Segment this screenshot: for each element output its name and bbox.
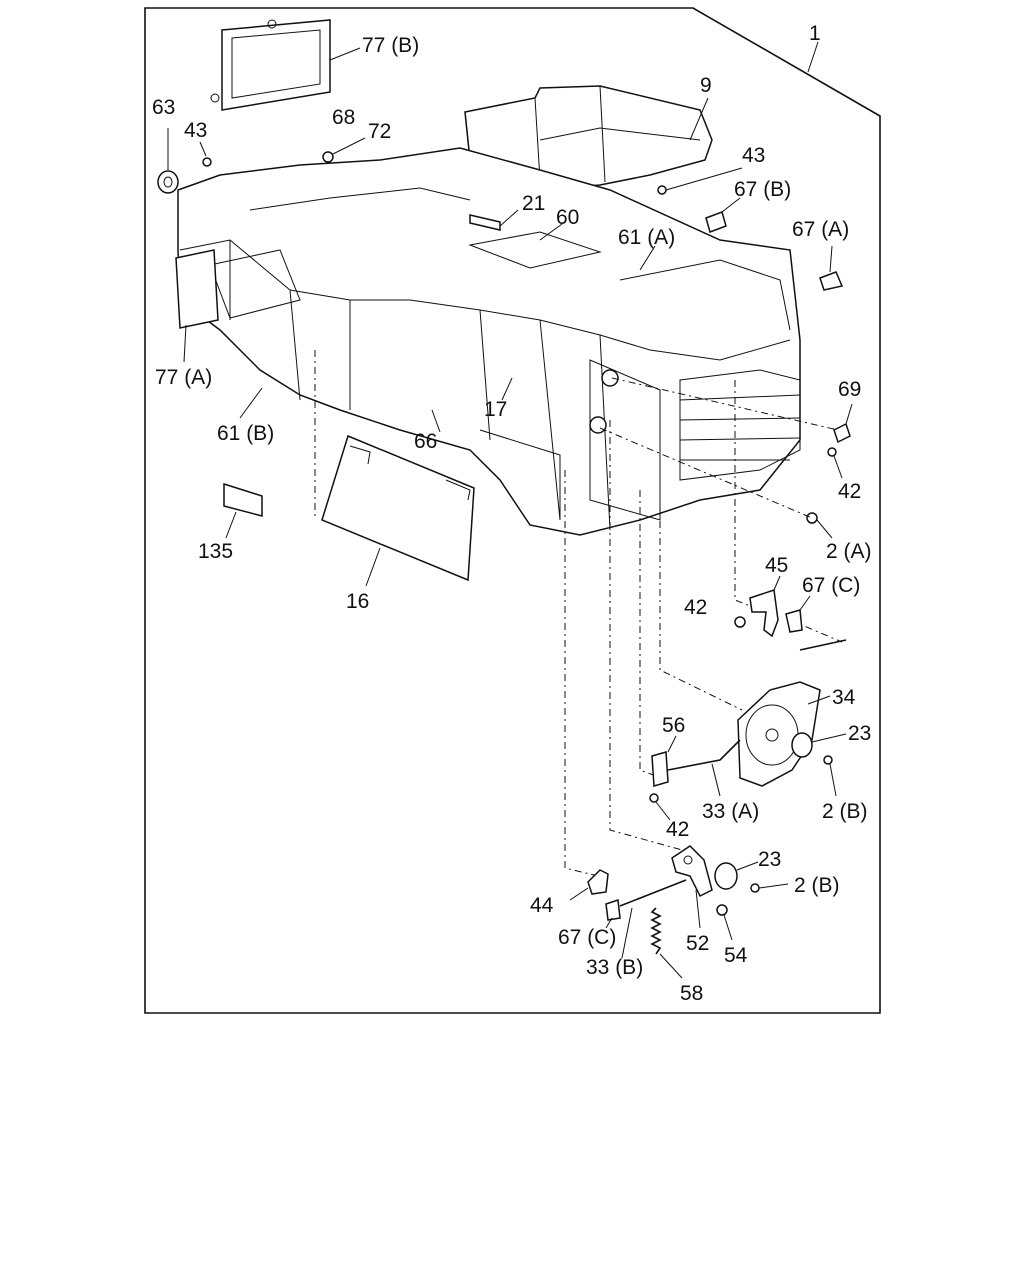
callout-33a: 33 (A) xyxy=(702,800,759,823)
lever-52 xyxy=(671,845,713,929)
screw-2a xyxy=(806,512,833,539)
assembly-line xyxy=(789,619,843,643)
callout-67c-lower: 67 (C) xyxy=(558,926,616,949)
grommet-63 xyxy=(157,128,179,194)
diagram-frame xyxy=(144,7,881,1014)
callout-77a: 77 (A) xyxy=(155,366,212,389)
callout-43: 43 xyxy=(184,119,207,142)
rivet-42-lower xyxy=(649,793,671,821)
assembly-line xyxy=(611,377,839,431)
rivet-42-middle xyxy=(734,616,746,628)
callout-60: 60 xyxy=(556,206,579,229)
callout-34: 34 xyxy=(832,686,856,709)
callout-54: 54 xyxy=(724,944,748,967)
leader-line xyxy=(501,377,513,401)
callout-1: 1 xyxy=(809,22,821,45)
callout-44: 44 xyxy=(530,894,554,917)
control-head-34 xyxy=(737,681,831,787)
assembly-line xyxy=(639,490,657,777)
callout-2a: 2 (A) xyxy=(826,540,872,563)
clip-67c-upper xyxy=(785,595,811,633)
control-cable-upper xyxy=(799,639,847,651)
knob-23-lower xyxy=(714,861,759,890)
leader-line xyxy=(431,409,441,433)
leader-line xyxy=(239,387,263,419)
clip-67b xyxy=(705,197,741,233)
callout-63: 63 xyxy=(152,96,175,119)
filter-frame-77a xyxy=(175,249,219,363)
assembly-line xyxy=(659,470,743,711)
callout-2b-upper: 2 (B) xyxy=(822,800,868,823)
assembly-line xyxy=(609,420,683,851)
callout-67c-upper: 67 (C) xyxy=(802,574,860,597)
callout-67b: 67 (B) xyxy=(734,178,791,201)
nut-72 xyxy=(322,137,366,163)
callout-23-lower: 23 xyxy=(758,848,781,871)
control-cable-33b xyxy=(619,879,687,907)
leader-line xyxy=(711,763,721,797)
washer-54 xyxy=(716,904,733,941)
callout-42-lower: 42 xyxy=(666,818,689,841)
callout-135: 135 xyxy=(198,540,233,563)
callout-2b-lower: 2 (B) xyxy=(794,874,840,897)
control-cable-33a xyxy=(667,739,741,771)
callout-58: 58 xyxy=(680,982,703,1005)
clip-67c-lower xyxy=(605,898,621,929)
callout-23-upper: 23 xyxy=(848,722,871,745)
heater-unit-housing xyxy=(177,147,801,536)
callout-45: 45 xyxy=(765,554,788,577)
callout-33b: 33 (B) xyxy=(586,956,643,979)
callout-67a: 67 (A) xyxy=(792,218,849,241)
screw-43-left xyxy=(199,141,212,167)
knob-23-upper xyxy=(791,732,847,758)
callout-9: 9 xyxy=(700,74,712,97)
callout-61b: 61 (B) xyxy=(217,422,274,445)
leader-line xyxy=(621,907,633,959)
filter-frame-77b xyxy=(210,19,361,111)
assembly-line xyxy=(599,427,813,519)
callout-42-upper: 42 xyxy=(838,480,861,503)
callout-68: 68 xyxy=(332,106,355,129)
leader-line xyxy=(639,245,656,271)
filter-16 xyxy=(321,434,475,587)
callout-17: 17 xyxy=(484,398,507,421)
assembly-line xyxy=(564,470,599,877)
callout-69: 69 xyxy=(838,378,861,401)
callout-43-right: 43 xyxy=(742,144,765,167)
spring-58 xyxy=(650,907,683,979)
leader-line xyxy=(539,223,563,241)
clip-67a xyxy=(819,245,844,291)
callout-77b: 77 (B) xyxy=(362,34,419,57)
callout-56: 56 xyxy=(662,714,685,737)
bolt-21 xyxy=(469,209,519,231)
callout-42-middle: 42 xyxy=(684,596,707,619)
callout-16: 16 xyxy=(346,590,369,613)
bracket-44 xyxy=(569,869,609,901)
bracket-45 xyxy=(749,575,781,638)
callout-66: 66 xyxy=(414,430,437,453)
rivet-42-upper xyxy=(827,447,843,479)
leader-line xyxy=(807,41,819,73)
callout-61a: 61 (A) xyxy=(618,226,675,249)
callout-72: 72 xyxy=(368,120,391,143)
assembly-line xyxy=(734,380,751,607)
bracket-56 xyxy=(651,735,677,787)
screw-2b-upper xyxy=(823,755,837,797)
callout-52: 52 xyxy=(686,932,709,955)
bracket-135 xyxy=(223,482,263,539)
screw-2b-lower xyxy=(750,883,789,893)
callout-21: 21 xyxy=(522,192,545,215)
clip-69 xyxy=(833,403,853,444)
screw-43-right xyxy=(657,167,743,195)
